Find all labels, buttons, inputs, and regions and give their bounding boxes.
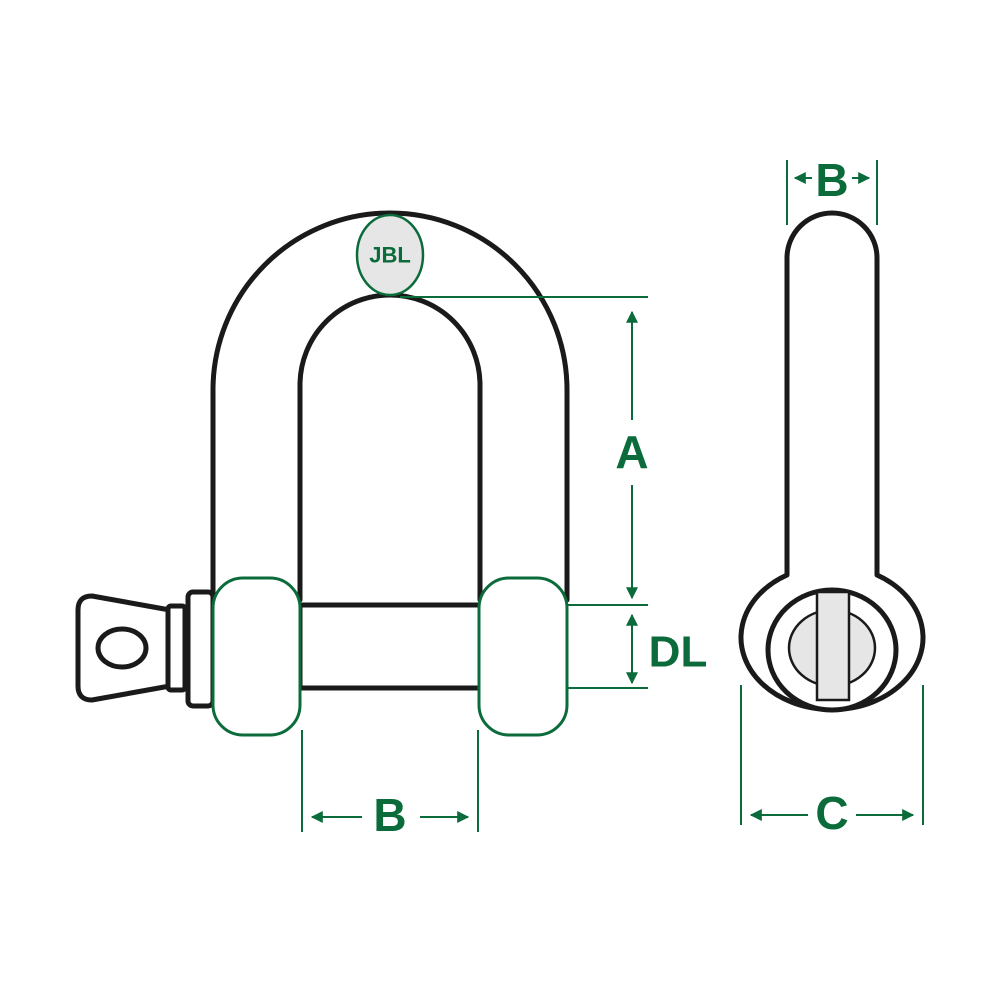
label-c: C [815,787,848,839]
pin-shaft [297,602,483,691]
label-b-side: B [815,154,848,206]
right-boss [477,576,569,737]
jbl-logo: JBL [355,213,425,297]
label-dl: DL [649,628,708,677]
washer [185,589,216,709]
side-body [738,210,926,713]
pin-head-hole [95,626,149,670]
logo-text: JBL [369,243,411,268]
side-pin-bar [815,590,851,702]
dimension-a: A [400,296,649,600]
pin-head-ring [165,603,188,693]
dimension-c: C [740,685,924,839]
dimension-b-front: B [301,730,479,841]
shackle-body [210,210,570,603]
label-a: A [615,426,648,478]
dimension-dl: DL [567,604,708,689]
label-b-front: B [373,789,406,841]
side-view [738,210,926,713]
front-view: JBL [75,210,570,737]
left-boss [211,576,302,737]
dimension-b-side: B [786,154,878,225]
